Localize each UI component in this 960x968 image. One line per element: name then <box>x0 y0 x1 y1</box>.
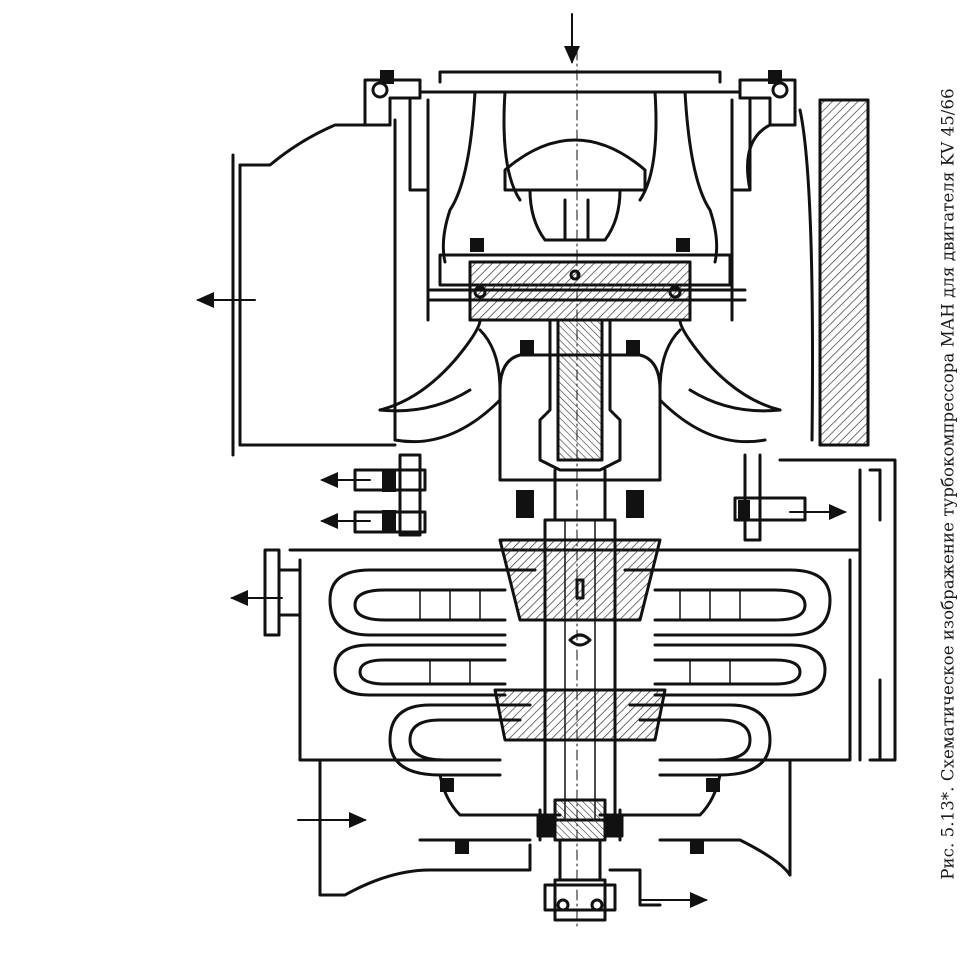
top-inlet <box>231 70 814 457</box>
side-ports <box>353 453 807 542</box>
turbine-exhaust-volute <box>378 318 782 482</box>
right-wall <box>778 98 897 762</box>
compressor-shaft <box>536 518 624 922</box>
left-middle-scroll <box>333 643 507 697</box>
bottom-inlet <box>318 758 792 912</box>
seal-blocks <box>380 70 782 854</box>
right-upper-scroll <box>623 568 832 637</box>
turbine-wheel <box>428 253 747 322</box>
left-upper-scroll <box>328 568 537 637</box>
right-middle-scroll <box>653 643 827 697</box>
flow-arrows <box>196 13 847 908</box>
turbine-shaft <box>538 318 622 522</box>
